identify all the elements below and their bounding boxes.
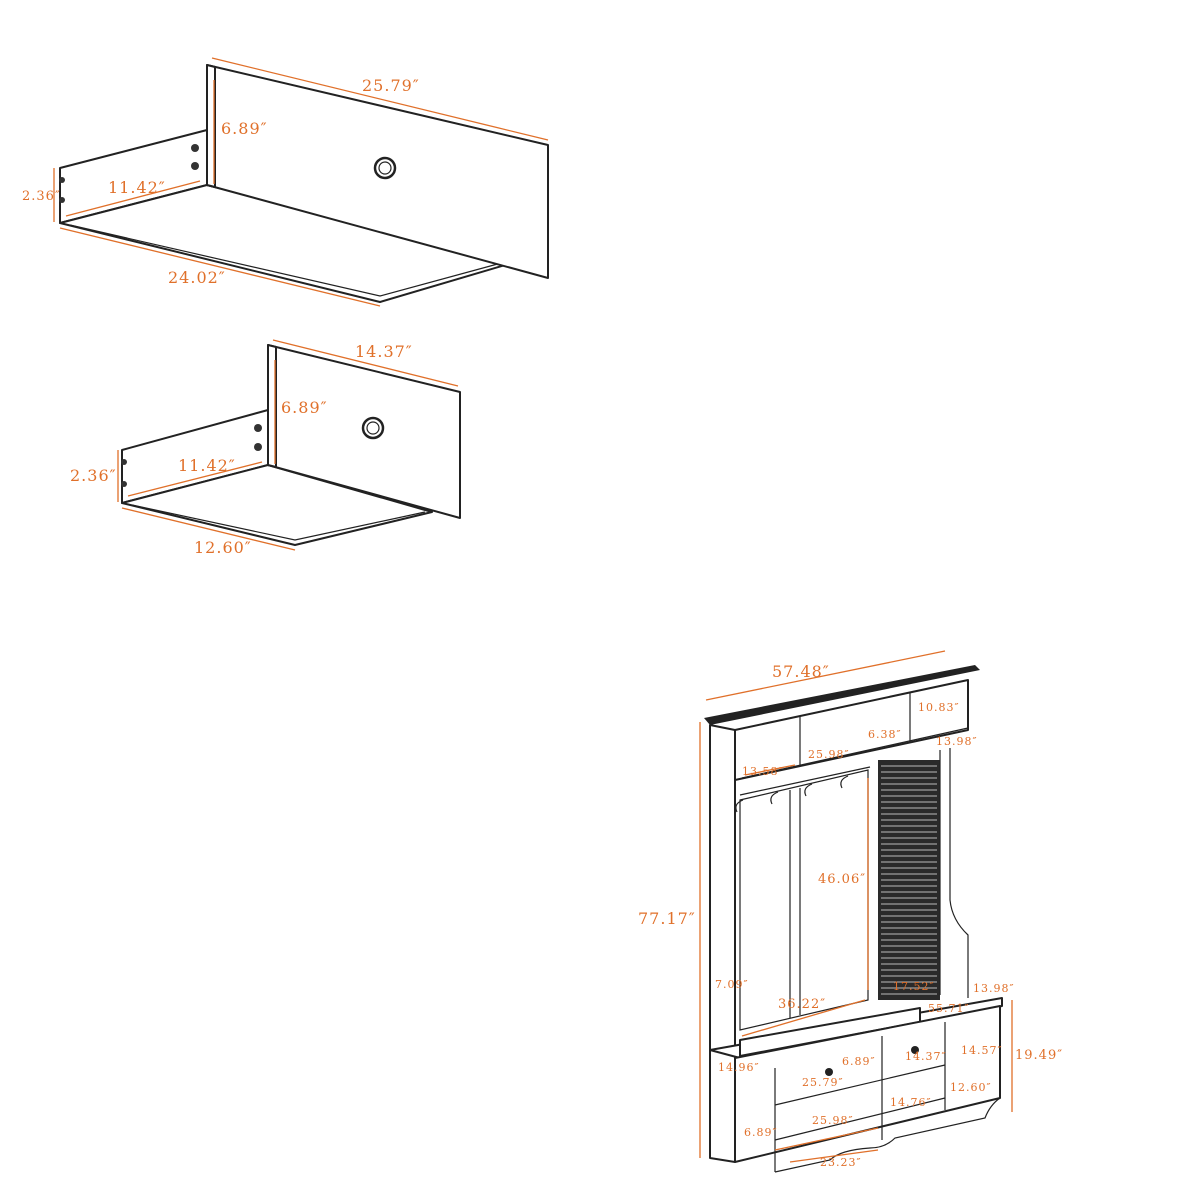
screw-icon [191, 162, 199, 170]
small-drawer-side-height-label: 2.36″ [70, 466, 117, 485]
screw-icon [191, 144, 199, 152]
lower-cubby-label: 14.76″ [890, 1096, 932, 1109]
drawer-large-width-label: 25.79″ [802, 1076, 844, 1089]
large-drawer-handle-icon [373, 156, 397, 180]
coat-hooks [735, 775, 849, 813]
lower-height-label: 6.89″ [744, 1126, 778, 1139]
small-drawer-width-label: 14.37″ [355, 342, 413, 361]
lower-width-label: 25.98″ [812, 1114, 854, 1127]
top-right-width-label: 13.98″ [936, 735, 978, 748]
upper-cubby-width-label: 13.58″ [742, 765, 784, 778]
hall-tree: 57.48″ 77.17″ 10.83″ 13.58″ 25.98″ 6.38″… [638, 650, 1063, 1173]
hook-icon [770, 791, 779, 805]
screw-icon [254, 424, 262, 432]
total-height-label: 77.17″ [638, 909, 696, 928]
cabinet-height-label: 14.57″ [961, 1044, 1003, 1057]
drawer-small-width-label: 14.37″ [905, 1050, 947, 1063]
screw-icon [59, 197, 65, 203]
base-right-depth-label: 13.98″ [973, 982, 1015, 995]
drawer-knob-icon [911, 1046, 919, 1054]
hook-icon [840, 775, 849, 789]
large-drawer-width-label: 25.79″ [362, 76, 420, 95]
large-drawer: 25.79″ 6.89″ 11.42″ 2.36″ 24.02″ [22, 57, 549, 307]
screw-icon [121, 459, 127, 465]
hook-panel-height-label: 46.06″ [818, 872, 866, 887]
top-width-label: 57.48″ [772, 662, 830, 681]
screw-icon [254, 443, 262, 451]
bench-side-label: 7.09″ [715, 978, 749, 991]
small-drawer-bottom-width-label: 12.60″ [194, 538, 252, 557]
base-width-label: 55.71″ [928, 1002, 970, 1015]
screw-icon [59, 177, 65, 183]
base-height-label: 19.49″ [1015, 1048, 1063, 1063]
upper-cubby-height-label: 10.83″ [918, 701, 960, 714]
hook-icon [804, 783, 813, 797]
foot-width-label: 23.23″ [820, 1156, 862, 1169]
small-bottom-label: 12.60″ [950, 1081, 992, 1094]
louver-width-label: 17.52″ [893, 980, 935, 993]
base-depth-label: 14.96″ [718, 1061, 760, 1074]
screw-icon [121, 481, 127, 487]
large-drawer-side-height-label: 2.36″ [22, 189, 61, 204]
large-drawer-depth-label: 11.42″ [108, 178, 166, 197]
small-drawer-depth-label: 11.42″ [178, 456, 236, 475]
drawer-height-label: 6.89″ [842, 1055, 876, 1068]
large-drawer-bottom-width-label: 24.02″ [168, 268, 226, 287]
top-middle-width-label: 25.98″ [808, 748, 850, 761]
large-drawer-height-label: 6.89″ [221, 119, 268, 138]
small-drawer-handle-icon [361, 416, 385, 440]
hook-icon [735, 799, 744, 813]
small-drawer-bottom-panel [121, 464, 433, 546]
top-side-depth-label: 6.38″ [868, 728, 902, 741]
hall-tree-left-side [709, 724, 736, 1163]
hall-tree-crown [704, 665, 980, 725]
small-drawer: 14.37″ 6.89″ 11.42″ 2.36″ 12.60″ [70, 339, 461, 557]
drawer-knob-icon [825, 1068, 833, 1076]
bench-width-label: 36.22″ [778, 997, 826, 1012]
small-drawer-height-label: 6.89″ [281, 398, 328, 417]
